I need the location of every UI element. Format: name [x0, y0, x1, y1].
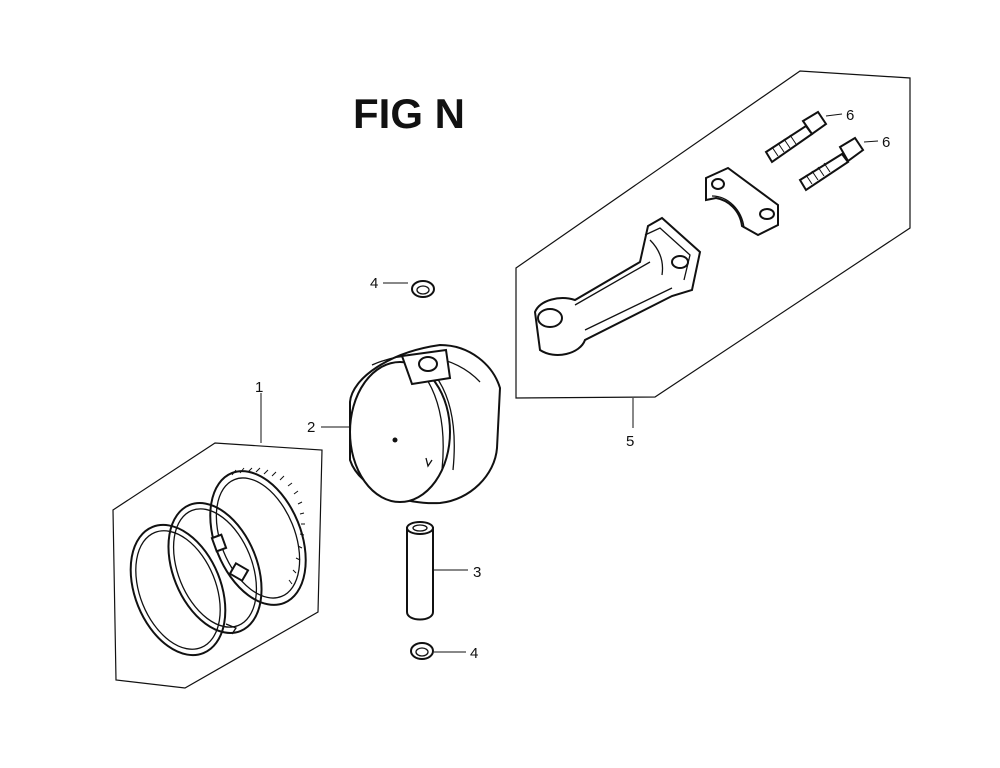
bolt-lower-thread	[805, 162, 831, 185]
piston-pin: 3	[406, 521, 481, 621]
connecting-rod	[533, 216, 702, 356]
ring-groove-3	[436, 377, 455, 471]
ring-outer-middle	[167, 502, 263, 634]
connecting-rod-group-outline	[515, 70, 911, 399]
piston-pin-clip-top: 4	[370, 275, 435, 298]
piston-crown-mark	[392, 437, 398, 443]
ring-groove-2	[425, 377, 444, 471]
ring-outer-front	[129, 523, 227, 657]
callout-6-upper: 6	[846, 107, 854, 124]
clip-bottom-inner	[415, 647, 429, 657]
leader-line-6-upper	[825, 113, 843, 117]
piston-pin-body	[406, 527, 434, 621]
callout-1: 1	[255, 379, 263, 396]
small-end-bore	[537, 308, 563, 328]
ring-inner-front	[135, 530, 221, 650]
piston-rings-group-outline	[112, 442, 323, 689]
ring-inner-middle	[172, 508, 258, 628]
figure-title: FIG N	[353, 90, 465, 137]
bolt-upper-shank	[764, 124, 814, 164]
ring-inner-back	[215, 477, 301, 599]
big-end-curve	[649, 239, 664, 276]
rod-web-lines	[574, 261, 673, 331]
callout-4-top: 4	[370, 275, 378, 292]
clip-bottom-outer	[410, 642, 434, 660]
ring-spacer-tab-2	[228, 561, 250, 583]
rod-cap-arc	[711, 195, 745, 229]
bolt-lower-head	[838, 136, 865, 163]
callout-5: 5	[626, 433, 634, 450]
clip-top-outer	[411, 280, 435, 298]
rod-cap-hole-1	[711, 178, 725, 190]
piston-side-mark	[425, 457, 433, 468]
oil-ring-hatch	[231, 467, 305, 585]
connecting-rod-group: 5 6 6	[515, 70, 911, 450]
callout-4-bottom: 4	[470, 645, 478, 662]
piston-pin-end	[406, 521, 434, 535]
connecting-rod-body	[533, 216, 702, 356]
bolt-upper-head	[801, 110, 828, 136]
bolt-upper-thread	[771, 134, 797, 157]
callout-3: 3	[473, 564, 481, 581]
piston-rings-group: 1	[112, 379, 323, 689]
rod-cap-hole-2	[759, 208, 775, 220]
rod-cap-body	[705, 166, 779, 237]
piston-pin-bore	[412, 524, 428, 532]
ring-gap	[225, 623, 237, 635]
piston-crown	[349, 361, 451, 503]
rod-bolt-upper: 6	[764, 107, 854, 164]
callout-6-lower: 6	[882, 134, 890, 151]
clip-top-inner	[416, 285, 430, 295]
big-end-bolt-hole	[671, 255, 689, 269]
ring-outer-back	[209, 470, 307, 606]
big-end-edge	[644, 227, 691, 281]
rod-bolt-lower: 6	[798, 134, 890, 192]
leader-line-6-lower	[863, 140, 879, 143]
piston-rings	[129, 467, 307, 657]
piston: 2	[307, 343, 502, 505]
connecting-rod-cap	[705, 166, 779, 237]
ring-spacer-tab-1	[210, 533, 228, 553]
piston-pin-hole	[418, 356, 438, 372]
bolt-lower-shank	[798, 152, 850, 192]
callout-2: 2	[307, 419, 315, 436]
piston-pin-clip-bottom: 4	[410, 642, 478, 662]
